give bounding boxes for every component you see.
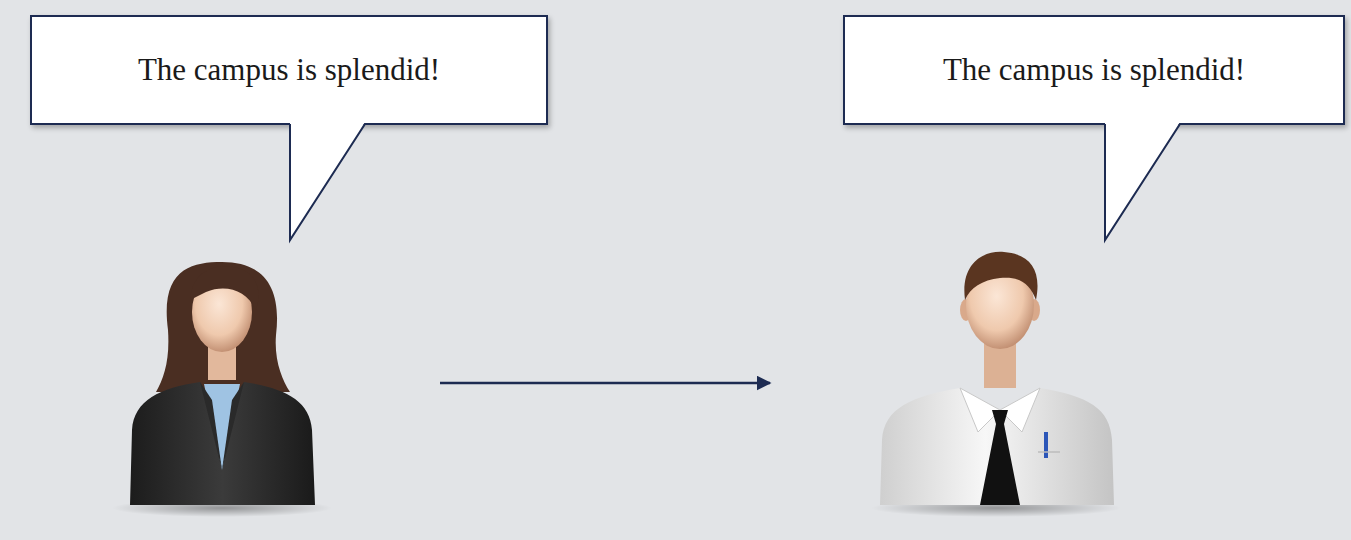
speech-text: The campus is splendid! [128,52,450,88]
speech-tail [843,15,1345,245]
speech-tail [30,15,548,245]
tail-outline [290,124,365,240]
man-figure [871,252,1121,517]
tail-outline [1105,124,1180,240]
flow-arrow [440,382,770,385]
woman-figure [112,262,332,517]
speech-text: The campus is splendid! [933,52,1255,88]
speaker-group: The campus is splendid! [30,15,440,515]
speech-bubble: The campus is splendid! [30,15,548,125]
speaker-group: The campus is splendid! [770,15,1345,515]
tail-fill [1105,122,1180,240]
speech-bubble: The campus is splendid! [843,15,1345,125]
tail-fill [290,122,365,240]
